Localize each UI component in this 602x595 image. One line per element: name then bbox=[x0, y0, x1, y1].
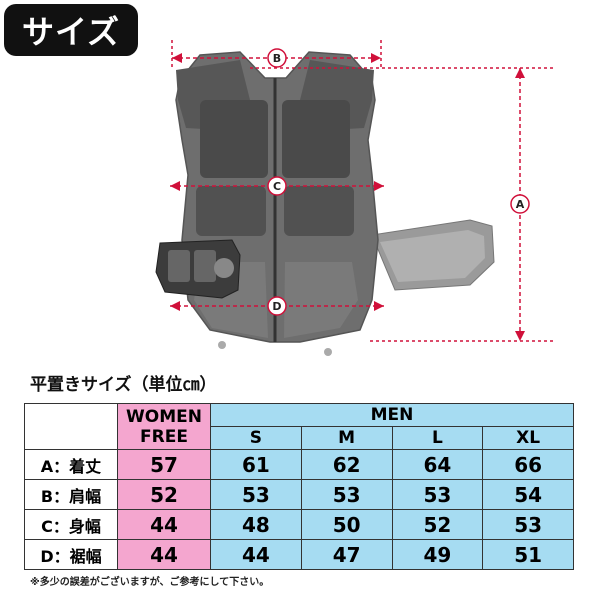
row-label-d: D：裾幅 bbox=[24, 539, 118, 570]
cell: 62 bbox=[300, 449, 393, 480]
vest-image bbox=[155, 51, 495, 356]
women-header-line2: FREE bbox=[140, 426, 188, 447]
size-m: M bbox=[300, 426, 393, 450]
row-label-c: C：身幅 bbox=[24, 509, 118, 540]
label-a: A bbox=[516, 198, 525, 211]
page-title: サイズ bbox=[21, 13, 121, 51]
men-header: MEN bbox=[210, 403, 574, 427]
cell: 52 bbox=[117, 479, 211, 510]
cell: 44 bbox=[117, 509, 211, 540]
cell: 53 bbox=[391, 479, 484, 510]
table-row: A：着丈 57 61 62 64 66 bbox=[24, 449, 574, 480]
cell: 52 bbox=[391, 509, 484, 540]
table-row: D：裾幅 44 44 47 49 51 bbox=[24, 539, 574, 570]
cell: 47 bbox=[300, 539, 393, 570]
cell: 44 bbox=[117, 539, 211, 570]
measure-b: B bbox=[171, 40, 382, 68]
measure-d: D bbox=[170, 296, 384, 316]
cell: 57 bbox=[117, 449, 211, 480]
cell: 53 bbox=[300, 479, 393, 510]
women-header-line1: WOMEN bbox=[126, 406, 202, 427]
cell: 54 bbox=[482, 479, 574, 510]
corner-cell bbox=[24, 403, 118, 450]
table-row: B：肩幅 52 53 53 53 54 bbox=[24, 479, 574, 510]
table-row: C：身幅 44 48 50 52 53 bbox=[24, 509, 574, 540]
measure-a: A bbox=[250, 67, 556, 342]
women-header: WOMEN FREE bbox=[117, 403, 211, 450]
disclaimer-note: ※多少の誤差がございますが、ご参考にして下さい。 bbox=[30, 577, 270, 588]
row-label-a: A：着丈 bbox=[24, 449, 118, 480]
label-b: B bbox=[273, 52, 281, 65]
cell: 66 bbox=[482, 449, 574, 480]
size-table: WOMEN FREE MEN S M L XL A：着丈 57 61 62 64… bbox=[24, 403, 574, 570]
cell: 61 bbox=[210, 449, 302, 480]
size-s: S bbox=[210, 426, 302, 450]
header-row-2: S M L XL bbox=[25, 426, 574, 450]
size-xl: XL bbox=[482, 426, 574, 450]
size-l: L bbox=[391, 426, 484, 450]
cell: 53 bbox=[482, 509, 574, 540]
row-label-b: B：肩幅 bbox=[24, 479, 118, 510]
label-d: D bbox=[272, 300, 281, 313]
cell: 51 bbox=[482, 539, 574, 570]
table-caption: 平置きサイズ（単位㎝） bbox=[30, 375, 217, 395]
measure-c: C bbox=[170, 176, 384, 196]
cell: 64 bbox=[391, 449, 484, 480]
label-c: C bbox=[273, 180, 281, 193]
header-row-1: WOMEN FREE MEN bbox=[24, 403, 574, 450]
cell: 50 bbox=[300, 509, 393, 540]
cell: 48 bbox=[210, 509, 302, 540]
cell: 53 bbox=[210, 479, 302, 510]
title-badge: サイズ bbox=[4, 4, 138, 56]
cell: 49 bbox=[391, 539, 484, 570]
vest-diagram: B C D A bbox=[155, 40, 556, 356]
cell: 44 bbox=[210, 539, 302, 570]
